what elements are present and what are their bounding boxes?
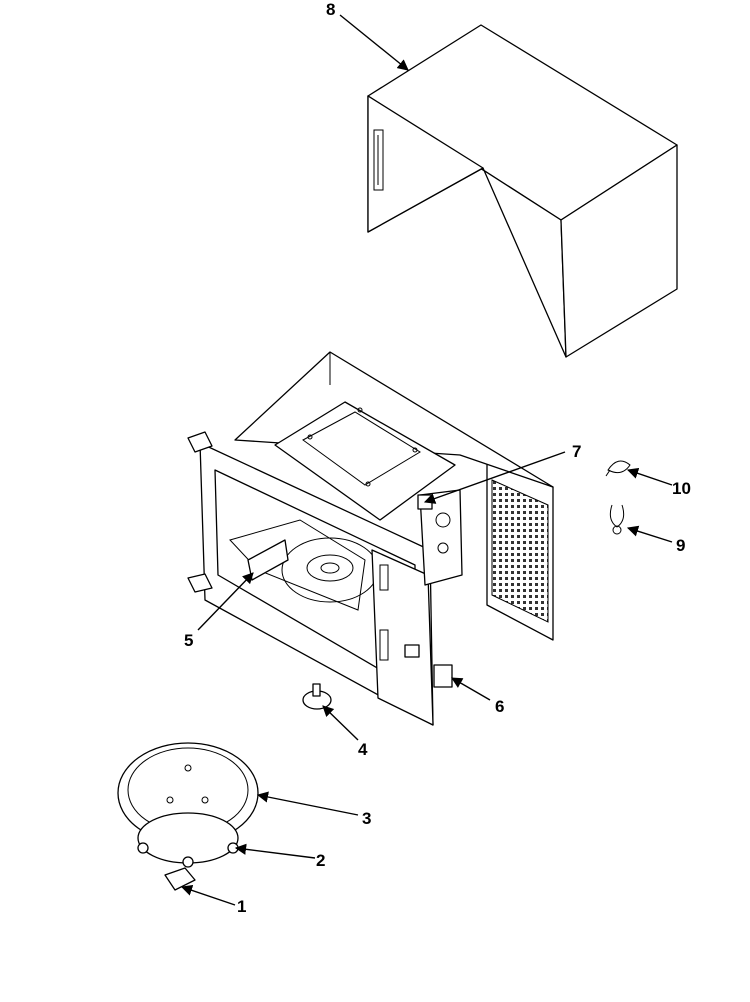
outer-cabinet-wrapper bbox=[367, 24, 678, 358]
callout-8: 8 bbox=[326, 0, 335, 19]
turntable-motor bbox=[302, 683, 332, 710]
callout-7: 7 bbox=[572, 442, 581, 461]
callout-6: 6 bbox=[495, 697, 504, 716]
leader-lines bbox=[180, 14, 673, 906]
callout-3: 3 bbox=[362, 809, 371, 828]
roller-ring bbox=[137, 812, 239, 868]
callout-4: 4 bbox=[358, 740, 368, 759]
callout-10: 10 bbox=[672, 479, 691, 498]
callout-5: 5 bbox=[184, 631, 193, 650]
wire-holder bbox=[605, 460, 631, 477]
door-switch bbox=[404, 644, 453, 688]
turntable-coupler bbox=[164, 867, 196, 891]
callout-2: 2 bbox=[316, 851, 325, 870]
oven-chassis bbox=[187, 351, 554, 726]
callout-1: 1 bbox=[237, 897, 246, 916]
wire-clamp bbox=[609, 504, 625, 535]
callout-9: 9 bbox=[676, 536, 685, 555]
